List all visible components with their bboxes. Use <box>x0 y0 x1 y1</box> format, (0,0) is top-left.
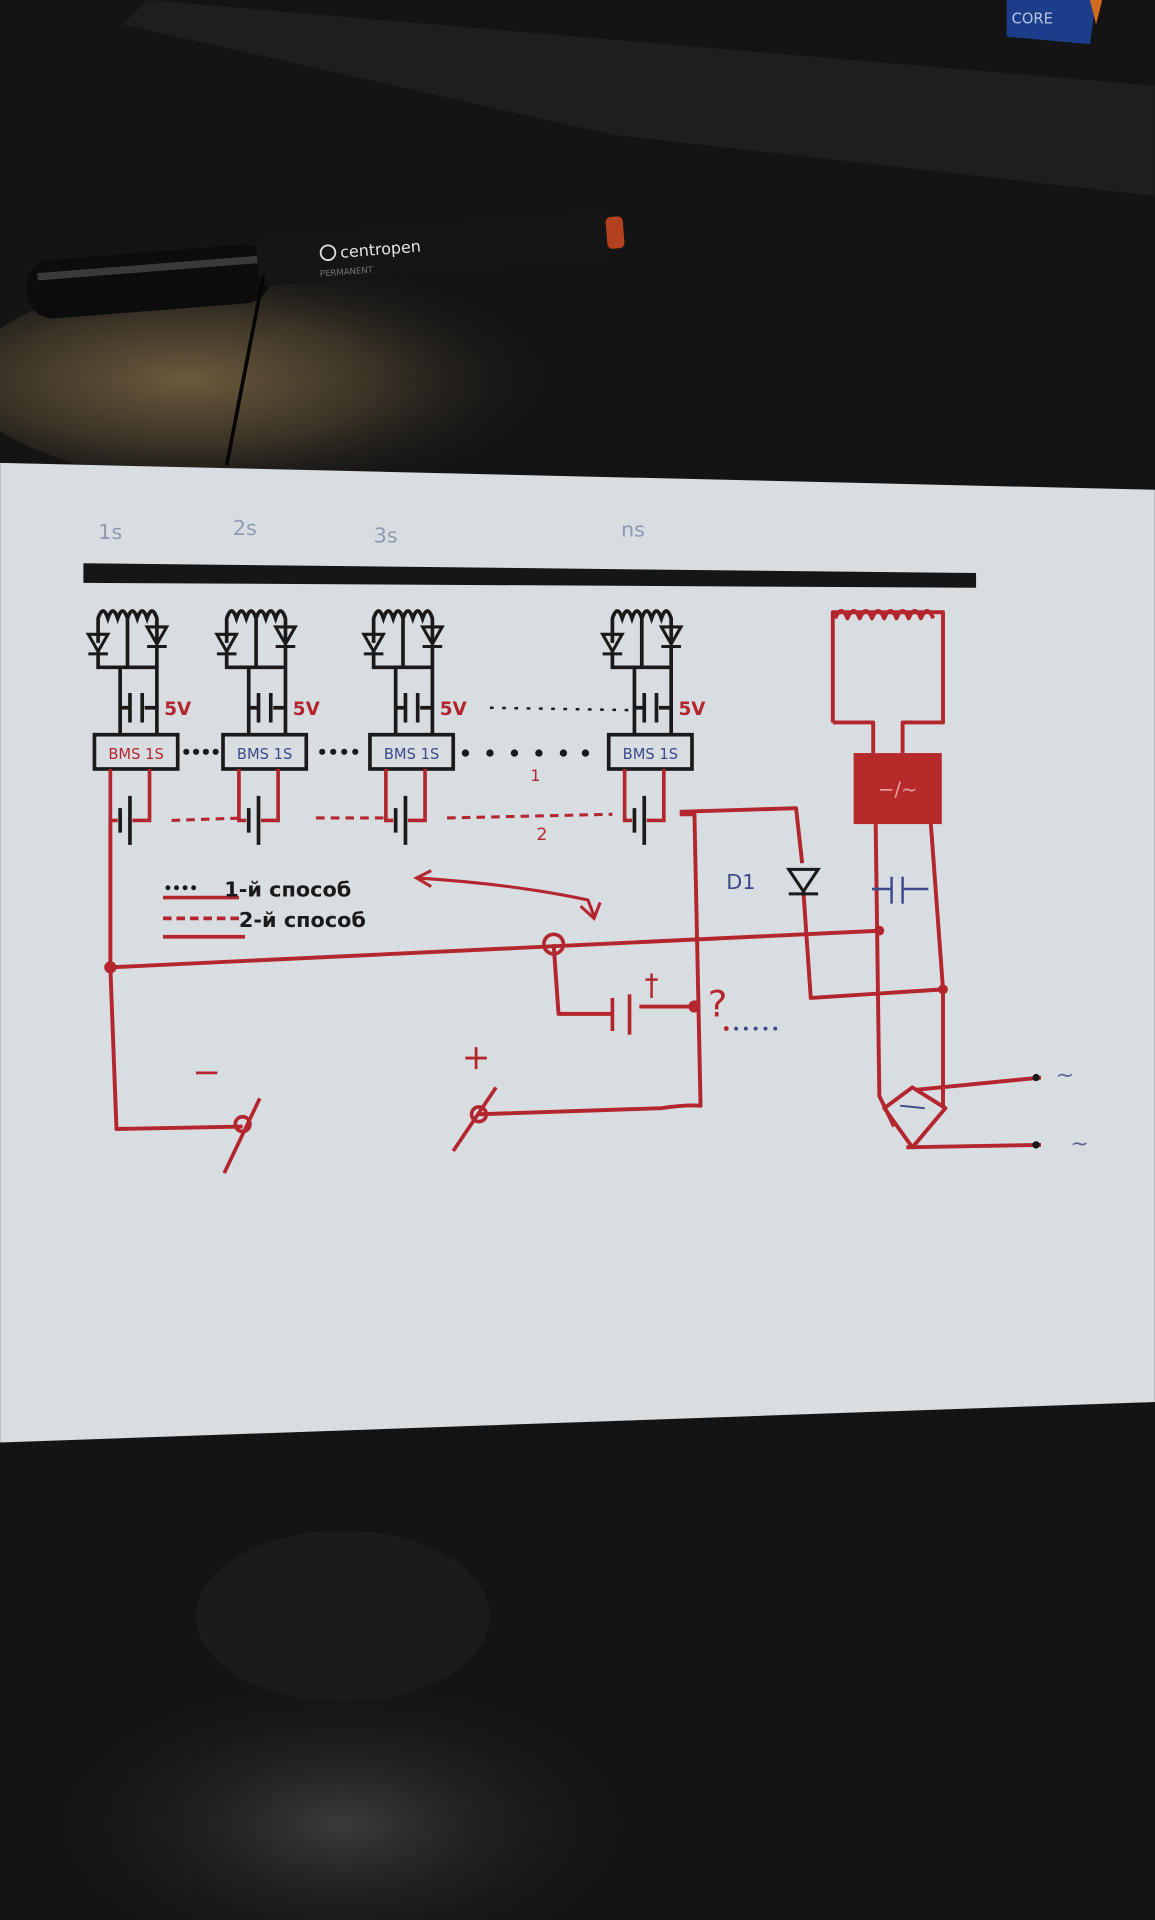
sticker-text: CORE <box>1012 10 1053 27</box>
bms-box <box>368 732 456 771</box>
bms-label: BMS 1S <box>108 746 163 763</box>
solar-panel-bar <box>83 563 977 588</box>
light-glare <box>0 269 601 490</box>
capacitor-icon <box>403 693 420 723</box>
legend: 1-й способ 2-й способ <box>163 877 366 939</box>
bms-box <box>221 732 309 771</box>
bms-label: BMS 1S <box>237 746 292 763</box>
inverter-label: −/~ <box>878 778 917 801</box>
laptop-edge <box>122 0 1155 196</box>
legend-method-1: 1-й способ <box>224 877 351 901</box>
inverter-block <box>853 753 942 825</box>
question-mark: ? <box>708 982 728 1025</box>
cell-labels: 1s 2s 3s ns <box>98 516 645 547</box>
junction-nodes <box>104 925 948 1013</box>
battery-cell-icon <box>393 795 408 845</box>
pen-cable <box>224 275 266 466</box>
arrow-heads <box>413 869 602 922</box>
cell-label-2s: 2s <box>233 516 257 540</box>
capacitor-icon <box>642 693 659 723</box>
pen-subtext: PERMANENT <box>320 265 375 279</box>
battery-cell-icon <box>632 795 647 845</box>
method-marker-2: 2 <box>536 825 547 845</box>
bms-modules: 5V BMS 1S 5V BMS 1S 5V BMS 1S 5V BMS 1S <box>85 609 707 845</box>
bms-module: 5V BMS 1S <box>361 609 468 845</box>
output-capacitor-icon <box>871 876 929 904</box>
plus-terminal-switch <box>451 1086 498 1153</box>
diode-d1-icon <box>785 867 821 896</box>
ac-output-1: ~ <box>1056 1063 1074 1088</box>
battery-cell-icon <box>246 795 261 845</box>
capacitor-icon <box>256 693 273 723</box>
voltage-label: 5V <box>679 699 707 720</box>
bms-label: BMS 1S <box>384 746 439 763</box>
voltage-label: 5V <box>293 699 321 720</box>
minus-terminal-switch <box>222 1097 262 1174</box>
coil-icon <box>96 609 159 668</box>
knee-shadow <box>196 1530 490 1703</box>
diode-d1-label: D1 <box>726 870 755 894</box>
method-marker-1: 1 <box>530 766 540 785</box>
coil-icon <box>610 609 674 668</box>
marker-pen: centropen PERMANENT <box>26 210 625 319</box>
question-dots <box>723 1026 778 1032</box>
bms-box <box>92 732 180 771</box>
method-1-dotted-line <box>183 748 590 757</box>
bypass-capacitor-icon <box>610 973 658 1035</box>
capacitor-icon <box>128 693 145 723</box>
bridge-diode-icon <box>900 1104 925 1110</box>
output-terminals <box>1032 1073 1040 1149</box>
coil-icon <box>224 609 288 668</box>
double-arrow <box>416 876 596 917</box>
method-2-dashed-line <box>171 812 613 822</box>
paper-sheet <box>0 462 1155 1443</box>
ac-output-2: ~ <box>1070 1132 1088 1157</box>
cell-label-1s: 1s <box>98 520 122 544</box>
bms-label: BMS 1S <box>623 746 678 763</box>
plus-terminal-label: + <box>462 1038 491 1078</box>
cpu-sticker: CORE <box>1006 0 1103 45</box>
bms-module: 5V BMS 1S <box>85 609 192 845</box>
knee <box>24 1665 662 1920</box>
coil-icon <box>371 609 435 668</box>
bms-module: 5V BMS 1S <box>599 609 707 845</box>
bms-box <box>606 732 694 771</box>
junction-node-main <box>541 932 566 956</box>
cell-label-3s: 3s <box>374 523 398 547</box>
bms-module: 5V BMS 1S <box>214 609 321 845</box>
voltage-label: 5V <box>440 699 468 720</box>
legend-method-2: 2-й способ <box>239 908 366 932</box>
battery-cell-icon <box>118 795 132 845</box>
minus-terminal-label: − <box>192 1053 221 1093</box>
voltage-label: 5V <box>164 699 192 720</box>
cell-label-ns: ns <box>621 517 645 541</box>
